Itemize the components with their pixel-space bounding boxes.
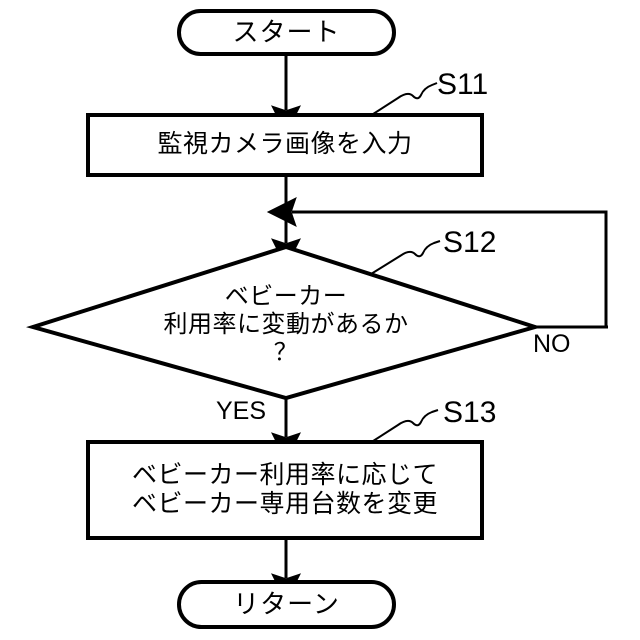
start-terminal-shape: [177, 9, 396, 56]
s11-leader-line: [369, 82, 438, 117]
s13-process-shape: [86, 440, 484, 540]
s11-process-shape: [86, 113, 484, 177]
branch-label-yes: YES: [216, 397, 267, 425]
connector-no-feedback: [266, 197, 608, 327]
s12-decision-shape: [26, 244, 542, 401]
step-tag-s13: S13: [443, 396, 497, 429]
step-tag-s11: S11: [437, 68, 489, 101]
s13-leader-line: [369, 409, 439, 444]
end-terminal-shape: [177, 580, 396, 629]
step-tag-s12: S12: [443, 226, 497, 259]
s12-leader-line: [370, 240, 441, 275]
branch-label-no: NO: [533, 330, 571, 358]
